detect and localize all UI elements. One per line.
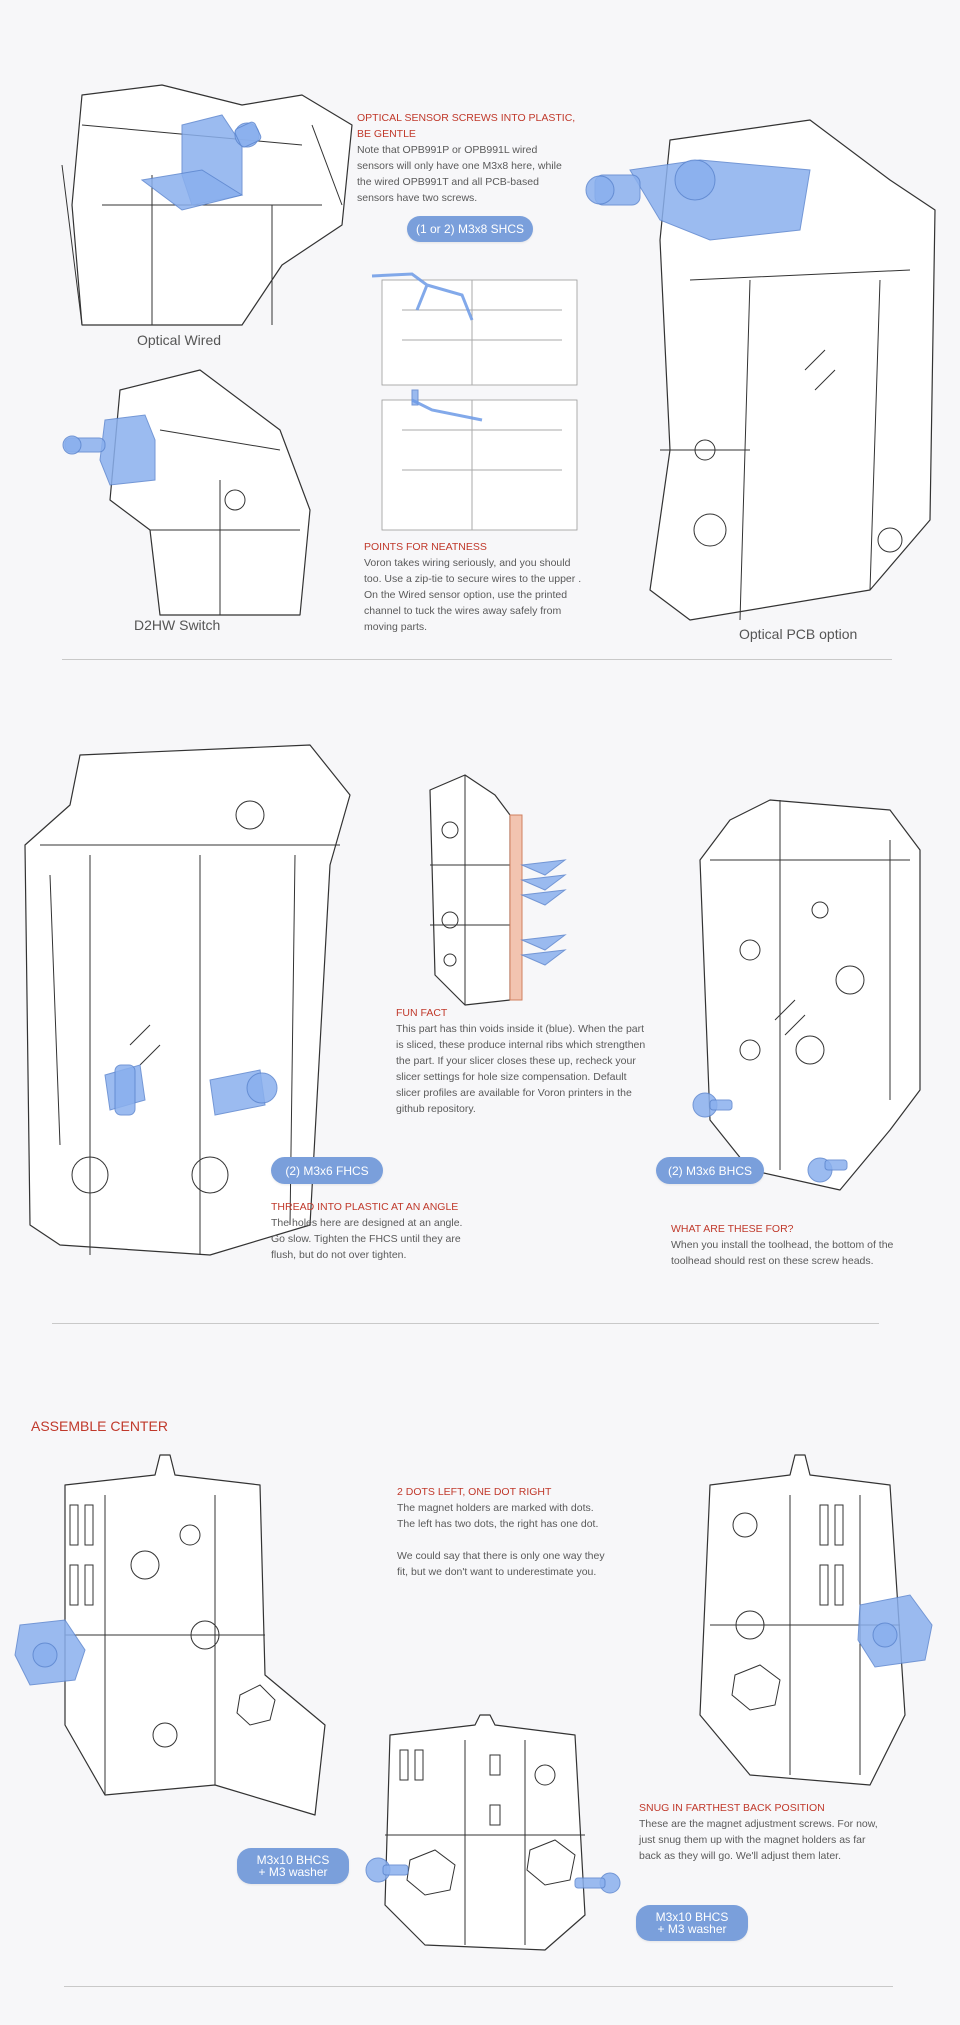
- snug-note-body: These are the magnet adjustment screws. …: [639, 1818, 878, 1862]
- pill-left-line1: M3x10 BHCS: [256, 1853, 330, 1867]
- optical-wired-illustration: [61, 84, 353, 326]
- pill-m3x10-right: M3x10 BHCS + M3 washer: [636, 1905, 748, 1941]
- pill-m3x10-left: M3x10 BHCS + M3 washer: [237, 1848, 349, 1884]
- dots-note-body-1: The magnet holders are marked with dots.…: [397, 1502, 599, 1530]
- fun-fact-title: FUN FACT: [396, 1007, 448, 1019]
- neatness-note-title: POINTS FOR NEATNESS: [364, 541, 487, 553]
- thread-note: THREAD INTO PLASTIC AT AN ANGLE The hole…: [271, 1199, 476, 1263]
- snug-note-title: SNUG IN FARTHEST BACK POSITION: [639, 1802, 825, 1814]
- toolhead-back-illustration: [24, 744, 351, 1256]
- section-divider-3: [64, 1986, 893, 1987]
- pill-right-line1: M3x10 BHCS: [655, 1910, 729, 1924]
- what-note: WHAT ARE THESE FOR? When you install the…: [671, 1221, 896, 1269]
- caption-optical-pcb: Optical PCB option: [739, 626, 858, 642]
- cross-section-illustration: [429, 774, 567, 1006]
- pill-left-line2: + M3 washer: [258, 1865, 328, 1879]
- pill-right-line2: + M3 washer: [657, 1922, 727, 1936]
- pill-m3x8-shcs: (1 or 2) M3x8 SHCS: [407, 216, 533, 242]
- wiring-diagram: [371, 272, 578, 531]
- fun-fact-body: This part has thin voids inside it (blue…: [396, 1023, 646, 1115]
- thread-note-title: THREAD INTO PLASTIC AT AN ANGLE: [271, 1201, 459, 1213]
- thread-note-body: The holes here are designed at an angle.…: [271, 1217, 463, 1261]
- front-plate-illustration: [692, 799, 921, 1191]
- optical-note-body: Note that OPB991P or OPB991L wired senso…: [357, 144, 562, 204]
- assemble-center-title: ASSEMBLE CENTER: [31, 1418, 168, 1434]
- snug-note: SNUG IN FARTHEST BACK POSITION These are…: [639, 1800, 889, 1864]
- what-note-title: WHAT ARE THESE FOR?: [671, 1223, 794, 1235]
- fun-fact-note: FUN FACT This part has thin voids inside…: [396, 1005, 646, 1117]
- what-note-body: When you install the toolhead, the botto…: [671, 1239, 894, 1267]
- pill-m3x6-bhcs: (2) M3x6 BHCS: [656, 1157, 764, 1184]
- neatness-note-body: Voron takes wiring seriously, and you sh…: [364, 557, 582, 633]
- caption-optical-wired: Optical Wired: [137, 332, 222, 348]
- section-divider-1: [62, 659, 892, 660]
- center-right-illustration: [699, 1454, 933, 1786]
- d2hw-switch-illustration: [62, 369, 311, 616]
- section-divider-2: [52, 1323, 879, 1324]
- dots-note: 2 DOTS LEFT, ONE DOT RIGHT The magnet ho…: [397, 1484, 609, 1580]
- center-bottom-illustration: [365, 1714, 621, 1951]
- neatness-note: POINTS FOR NEATNESS Voron takes wiring s…: [364, 539, 589, 635]
- dots-note-title: 2 DOTS LEFT, ONE DOT RIGHT: [397, 1486, 552, 1498]
- optical-note-title: OPTICAL SENSOR SCREWS INTO PLASTIC, BE G…: [357, 112, 576, 140]
- optical-pcb-illustration: [585, 119, 936, 621]
- dots-note-body-2: We could say that there is only one way …: [397, 1550, 605, 1578]
- caption-d2hw: D2HW Switch: [134, 617, 221, 633]
- pill-m3x6-fhcs: (2) M3x6 FHCS: [271, 1157, 383, 1184]
- center-left-illustration: [14, 1454, 326, 1816]
- optical-note: OPTICAL SENSOR SCREWS INTO PLASTIC, BE G…: [357, 110, 577, 206]
